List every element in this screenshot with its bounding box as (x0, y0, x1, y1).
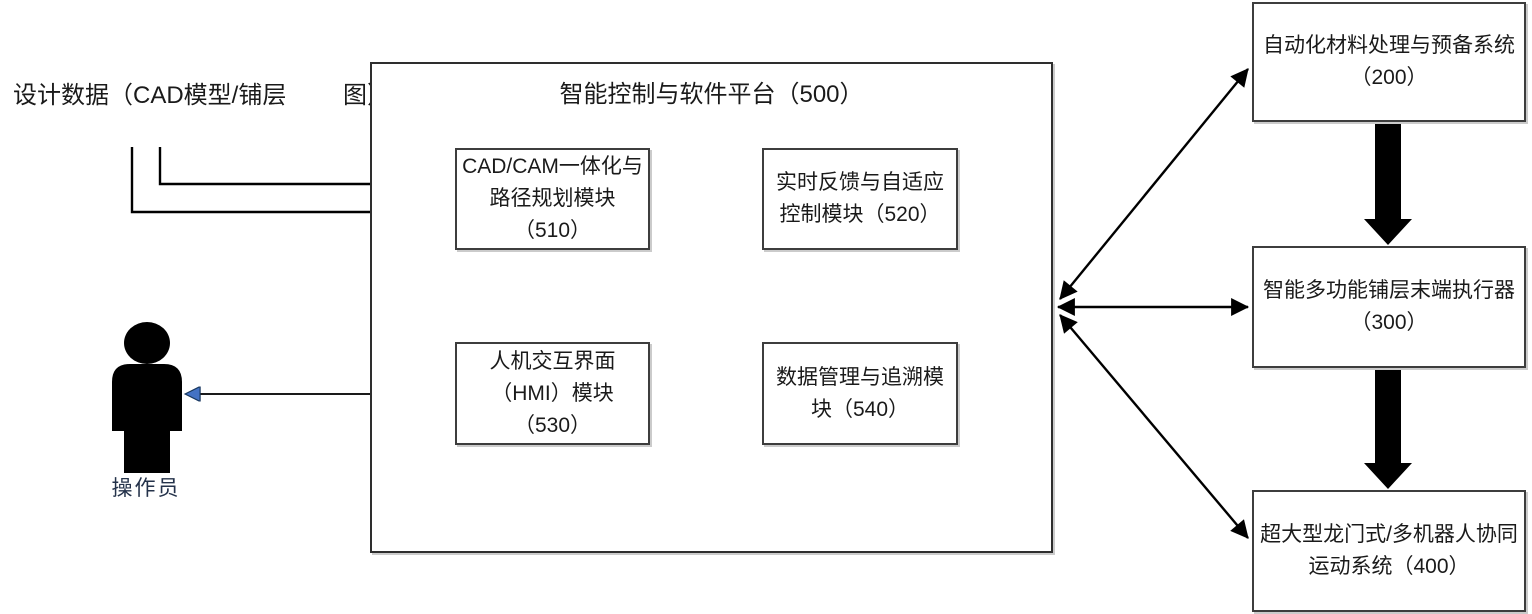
design-data-label: 设计数据（CAD模型/铺层 图） (13, 80, 391, 111)
system-200-line1: 自动化材料处理与预备系统 (1263, 34, 1515, 57)
module-510-line3: （510） (513, 219, 592, 242)
platform-to-system-200-arrow (1059, 68, 1249, 300)
system-400-line2: 运动系统（400） (1308, 555, 1470, 578)
module-540-line2: 块（540） (810, 397, 910, 421)
arrow-200-300 (1364, 124, 1412, 245)
module-510-line2: 路径规划模块 (489, 187, 616, 210)
platform-500-box: 智能控制与软件平台（500） (370, 62, 1053, 553)
module-510-box: CAD/CAM一体化与 路径规划模块 （510） (455, 148, 650, 250)
module-530-line2: （HMI）模块 (491, 381, 614, 405)
module-530-line3: （530） (513, 413, 592, 437)
operator-person-icon (112, 322, 182, 473)
module-520-line1: 实时反馈与自适应 (776, 171, 944, 194)
platform-to-system-400-arrow (1059, 314, 1249, 539)
module-520-box: 实时反馈与自适应 控制模块（520） (762, 148, 958, 250)
module-510-line1: CAD/CAM一体化与 (462, 155, 643, 178)
module-530-box: 人机交互界面 （HMI）模块 （530） (455, 342, 650, 445)
module-540-box: 数据管理与追溯模 块（540） (762, 342, 958, 445)
system-400-box: 超大型龙门式/多机器人协同 运动系统（400） (1252, 490, 1526, 612)
module-530-line1: 人机交互界面 (489, 349, 616, 373)
system-300-line2: （300） (1350, 311, 1428, 334)
platform-500-title: 智能控制与软件平台（500） (559, 81, 864, 108)
system-300-line1: 智能多功能铺层末端执行器 (1263, 279, 1515, 302)
arrow-300-400 (1364, 370, 1412, 489)
system-400-line1: 超大型龙门式/多机器人协同 (1260, 523, 1518, 546)
module-520-line2: 控制模块（520） (779, 203, 941, 226)
module-540-line1: 数据管理与追溯模 (776, 365, 944, 389)
design-data-label-line1: 设计数据（CAD模型/铺层 (13, 82, 287, 109)
system-200-box: 自动化材料处理与预备系统 （200） (1252, 2, 1526, 122)
system-300-box: 智能多功能铺层末端执行器 （300） (1252, 246, 1526, 368)
system-200-line2: （200） (1350, 66, 1428, 89)
operator-label: 操作员 (111, 477, 181, 500)
